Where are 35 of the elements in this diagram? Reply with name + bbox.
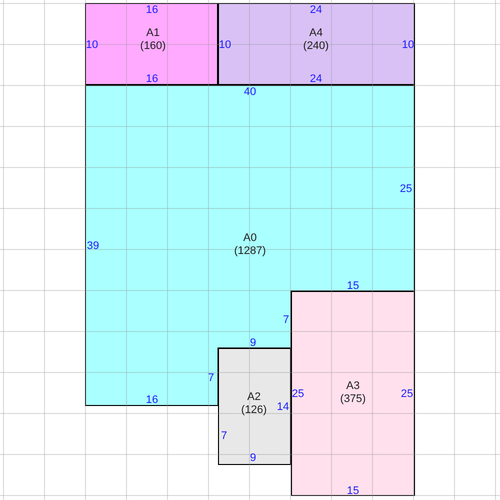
dimension-label: 7 (282, 314, 290, 326)
dimension-label: 9 (250, 337, 256, 349)
area-label: (1287) (234, 245, 266, 258)
area-block (218, 348, 291, 465)
area-label: (375) (340, 393, 366, 406)
dimension-label: 25 (292, 388, 304, 400)
dimension-label: 9 (250, 452, 256, 464)
area-label: A4 (309, 27, 323, 40)
area-label: (126) (241, 404, 267, 417)
dimension-label: 7 (208, 372, 214, 384)
dimension-label: 7 (220, 430, 228, 442)
dimension-label: 15 (346, 485, 360, 497)
dimension-label: 15 (346, 280, 360, 292)
area-label: (240) (303, 40, 329, 53)
area-label: A3 (346, 380, 360, 393)
dimension-label: 14 (276, 401, 290, 413)
area-label: A2 (247, 391, 261, 404)
area-label: A1 (146, 27, 160, 40)
dimension-label: 10 (402, 39, 414, 51)
area-block (291, 291, 415, 496)
dimension-label: 16 (146, 73, 158, 85)
area-label: A0 (243, 232, 257, 245)
dimension-label: 40 (244, 86, 256, 98)
area-label: (160) (140, 40, 166, 53)
dimension-label: 16 (146, 4, 158, 16)
dimension-label: 39 (86, 240, 100, 252)
dimension-label: 25 (400, 388, 414, 400)
dimension-label: 16 (146, 394, 158, 406)
dimension-label: 25 (400, 183, 412, 195)
dimension-label: 24 (310, 73, 322, 85)
dimension-label: 10 (218, 39, 232, 51)
area-block (218, 3, 415, 85)
area-block (85, 3, 218, 85)
dimension-label: 24 (310, 4, 322, 16)
dimension-label: 10 (86, 39, 98, 51)
